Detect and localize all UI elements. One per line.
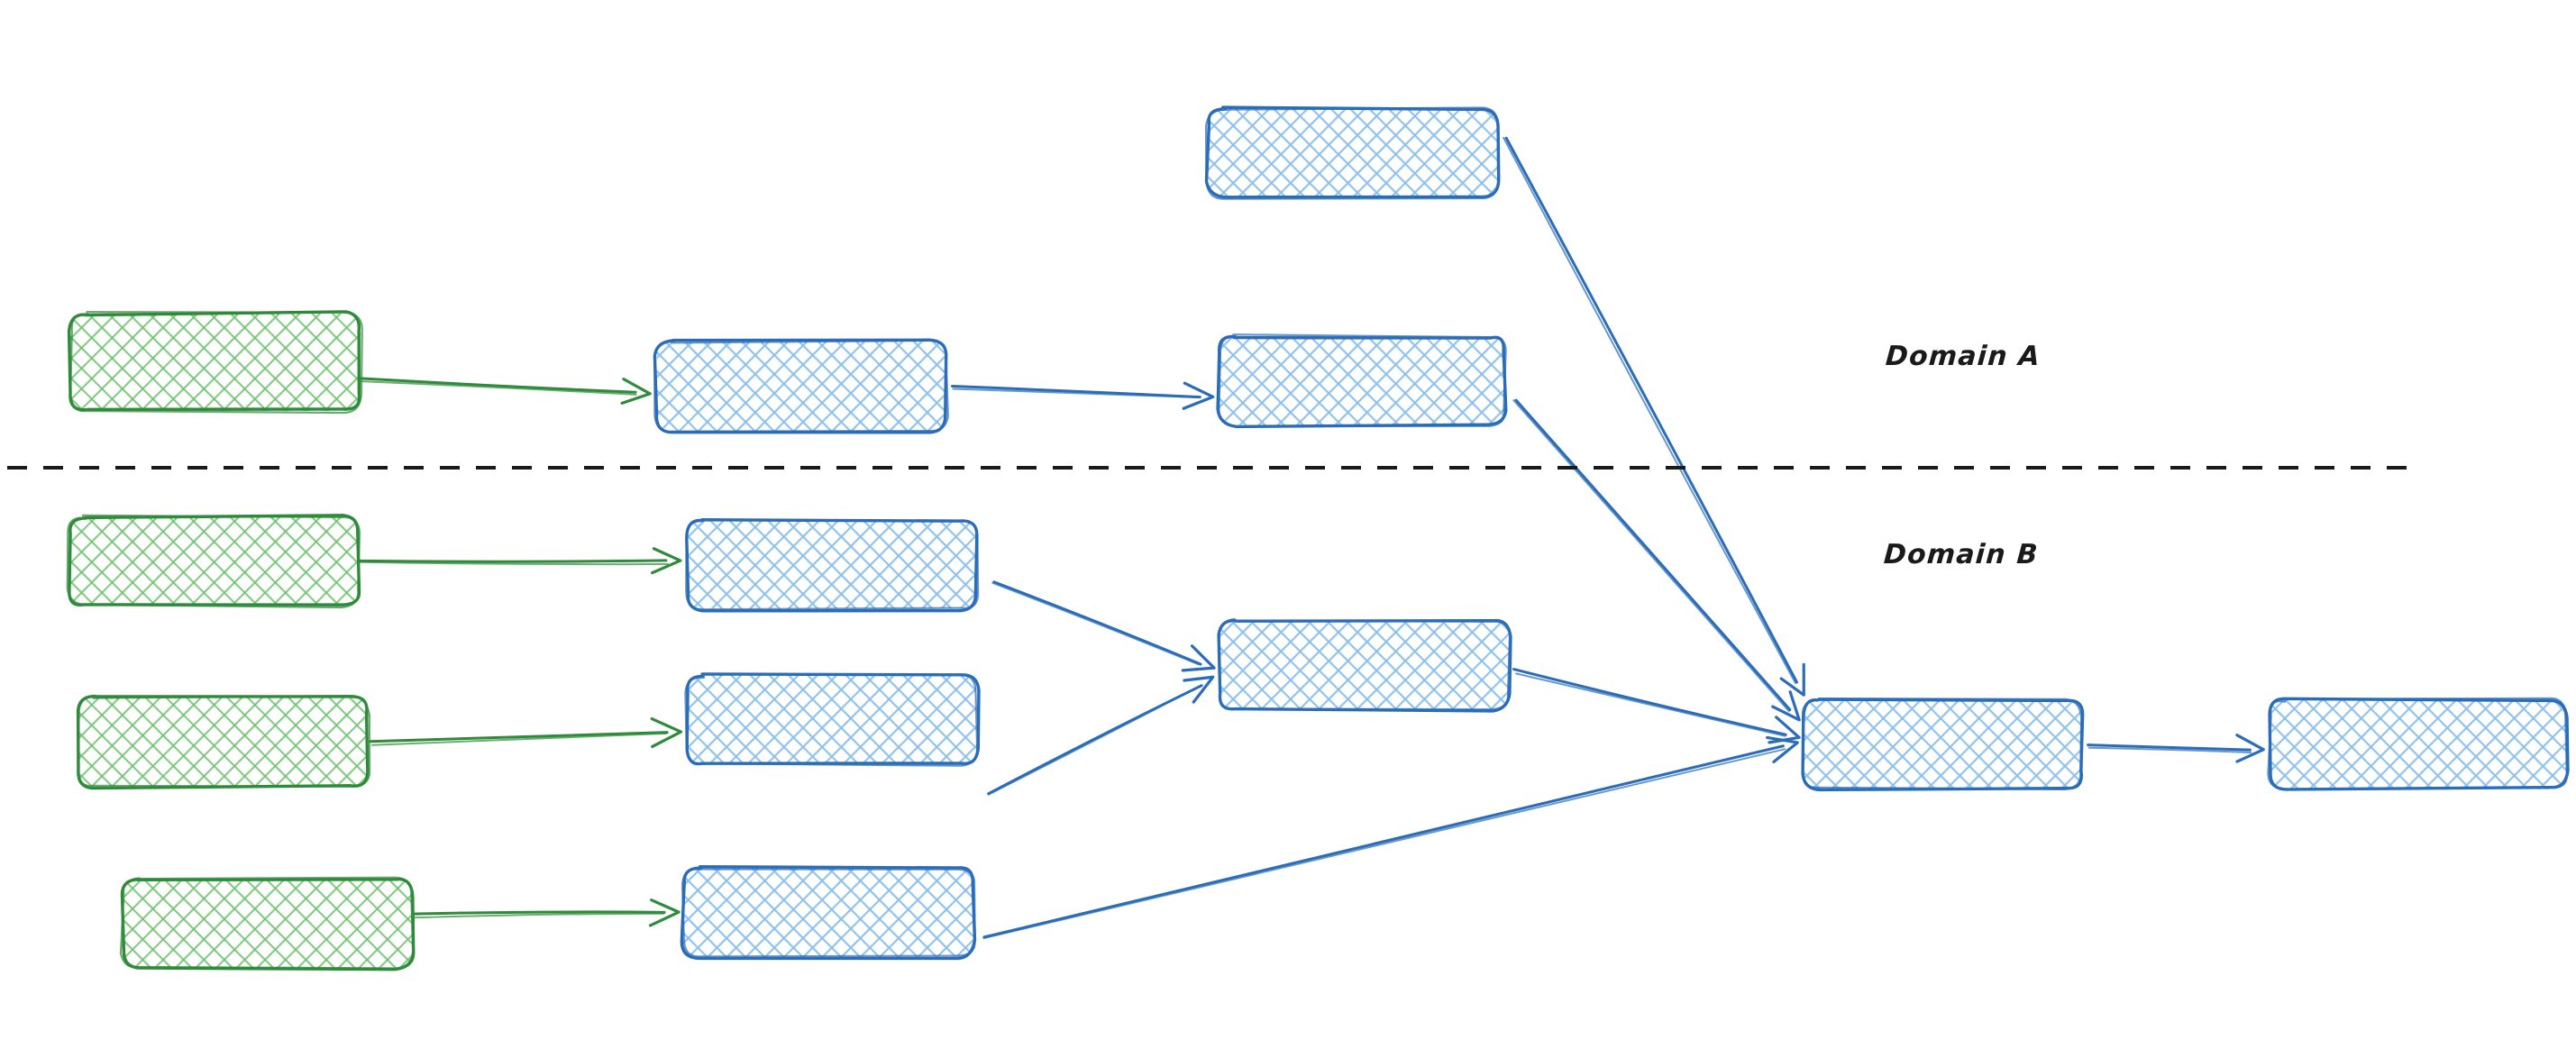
- node-outline: [2267, 697, 2568, 791]
- node-fill: [69, 313, 361, 412]
- edge-line: [2087, 746, 2252, 753]
- node-b-m2[interactable]: [1801, 697, 2085, 792]
- node-outline: [1218, 619, 1512, 711]
- edge-e7: [410, 898, 681, 927]
- edge-line: [1512, 668, 1787, 736]
- edge-line: [992, 580, 1202, 666]
- edge-line: [991, 581, 1200, 666]
- node-outline: [1204, 106, 1500, 200]
- node-g-b1[interactable]: [66, 514, 361, 609]
- edge-e4: [1512, 398, 1801, 722]
- edge-e6: [369, 716, 683, 749]
- node-outline: [77, 694, 371, 788]
- arrow-head-icon: [1183, 675, 1215, 704]
- node-outline: [67, 310, 361, 412]
- node-outline: [69, 311, 363, 415]
- edge-line: [1504, 136, 1798, 684]
- node-outline: [681, 866, 976, 958]
- arrow-head-icon: [1779, 662, 1805, 697]
- arrow-head-icon: [651, 547, 682, 575]
- node-fill: [656, 341, 947, 433]
- node-fill: [1802, 699, 2083, 789]
- node-g-a1[interactable]: [67, 310, 363, 415]
- node-fill: [686, 675, 978, 765]
- node-b-m1[interactable]: [1217, 618, 1512, 713]
- node-b-a2[interactable]: [1216, 333, 1508, 429]
- edge-e5: [358, 547, 682, 575]
- node-b-a0[interactable]: [1204, 105, 1501, 200]
- arrow-head-icon: [2235, 734, 2265, 763]
- edge-e12: [2087, 734, 2265, 763]
- node-b-out[interactable]: [2267, 697, 2570, 791]
- node-g-b3[interactable]: [119, 876, 416, 971]
- node-fill: [1208, 107, 1499, 198]
- edge-line: [1515, 672, 1786, 737]
- arrow-head-icon: [1771, 690, 1801, 722]
- node-outline: [1218, 333, 1507, 428]
- node-fill: [1218, 619, 1510, 710]
- edge-line: [410, 910, 666, 916]
- node-fill: [77, 697, 369, 788]
- edge-line: [952, 388, 1200, 398]
- arrow-head-icon: [620, 378, 652, 405]
- arrow-head-icon: [650, 716, 683, 749]
- node-outline: [684, 672, 979, 767]
- edge-e11: [982, 735, 1799, 940]
- node-fill: [69, 515, 360, 606]
- arrow-head-icon: [1181, 644, 1216, 672]
- node-outline: [1801, 697, 2083, 790]
- node-fill: [682, 867, 974, 958]
- edge-e2: [951, 381, 1215, 410]
- edge-line: [1512, 399, 1790, 713]
- arrow-head-icon: [1182, 381, 1215, 410]
- edge-line: [1503, 136, 1797, 685]
- node-fill: [122, 878, 414, 968]
- edge-line: [370, 732, 668, 746]
- edge-e10: [1512, 668, 1801, 744]
- edge-line: [2087, 743, 2252, 752]
- edge-line: [982, 744, 1785, 939]
- edge-line: [982, 748, 1786, 940]
- node-outline: [66, 514, 361, 609]
- edge-line: [413, 912, 665, 919]
- node-fill: [2269, 699, 2568, 789]
- domain-b-label: Domain B: [1882, 539, 2040, 570]
- edge-e9: [987, 675, 1215, 796]
- node-outline: [119, 876, 415, 970]
- arrow-head-icon: [648, 898, 681, 927]
- node-fill: [1218, 336, 1506, 426]
- arrow-head-icon: [1766, 735, 1799, 763]
- edge-e1: [359, 377, 652, 405]
- edge-line: [359, 377, 637, 394]
- node-b-b2[interactable]: [684, 672, 981, 767]
- edge-line: [987, 684, 1202, 796]
- edge-line: [360, 380, 637, 396]
- nodes-layer: [66, 105, 2570, 971]
- edge-line: [1514, 398, 1792, 711]
- edge-e3: [1503, 136, 1805, 697]
- node-outline: [653, 339, 949, 433]
- node-g-b2[interactable]: [76, 694, 371, 790]
- node-b-b3[interactable]: [680, 864, 977, 961]
- domain-a-label: Domain A: [1884, 341, 2042, 372]
- node-fill: [686, 519, 978, 609]
- node-b-b1[interactable]: [685, 518, 980, 613]
- edges-layer: [358, 136, 2265, 940]
- edge-line: [369, 731, 669, 743]
- node-outline: [685, 518, 980, 611]
- node-b-a1[interactable]: [653, 338, 949, 434]
- edge-e8: [991, 580, 1216, 672]
- edge-line: [358, 561, 669, 566]
